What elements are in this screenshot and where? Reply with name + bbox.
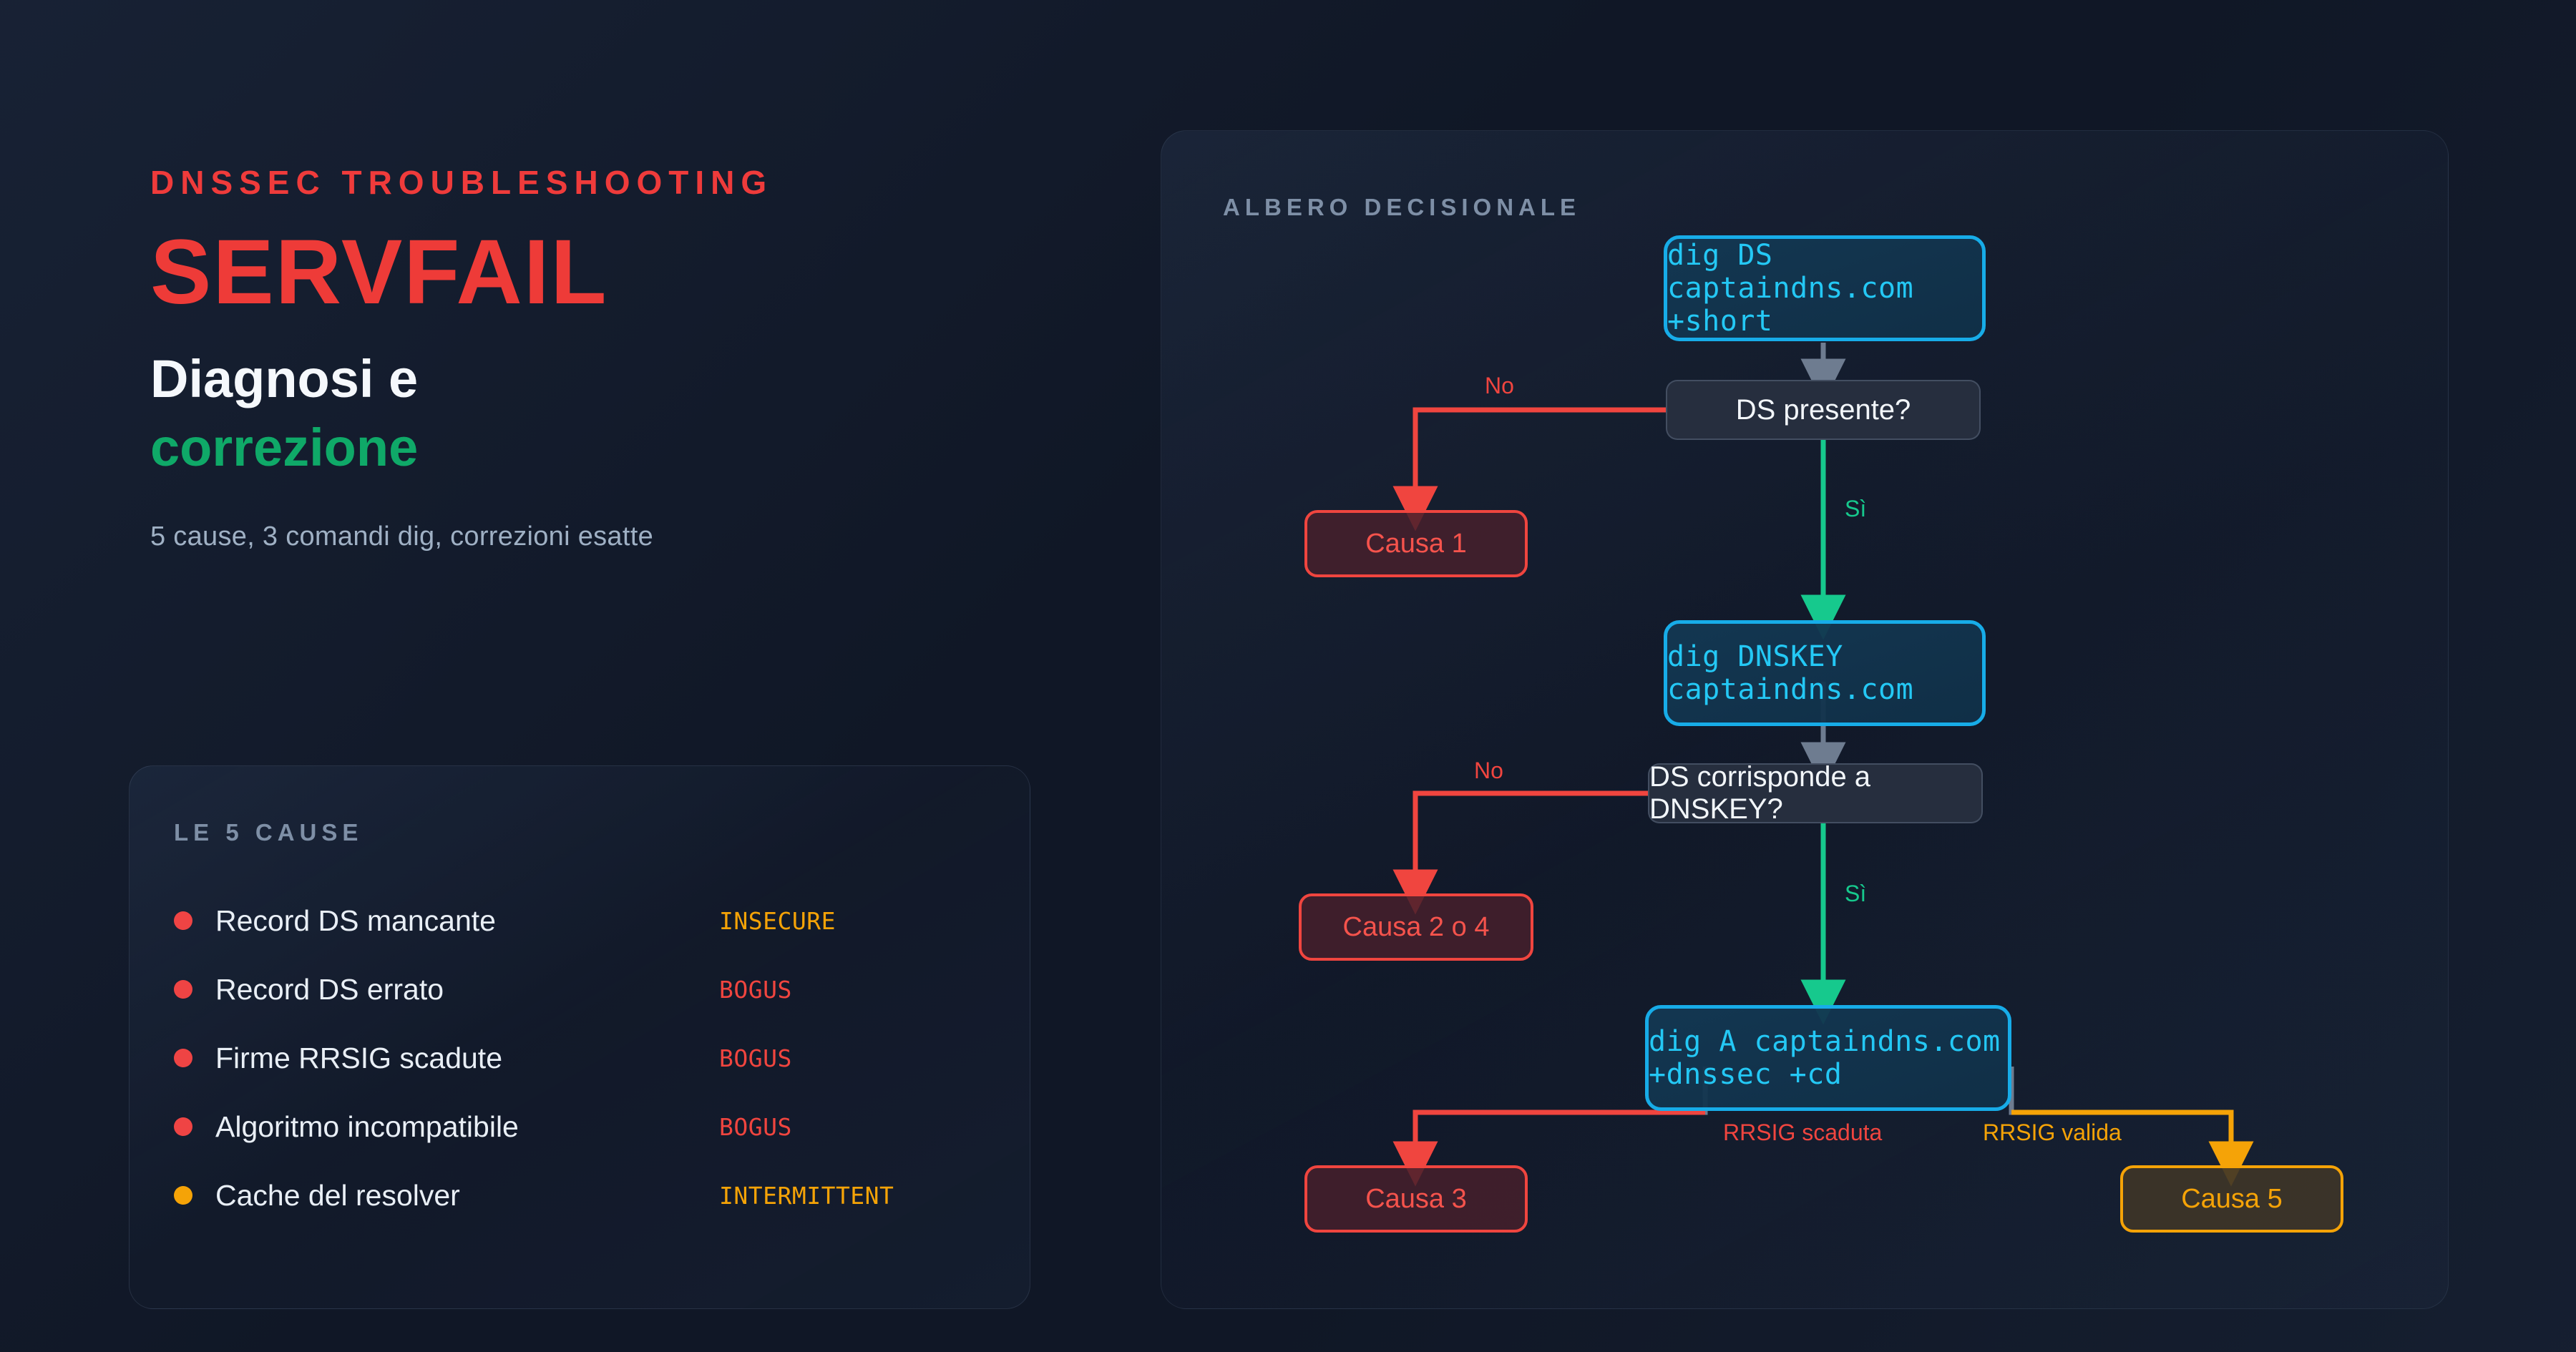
eyebrow-label: DNSSEC TROUBLESHOOTING: [150, 164, 774, 201]
decision-node-ds-matches-dnskey[interactable]: DS corrisponde a DNSKEY?: [1648, 761, 1983, 825]
cause-bullet-icon: [174, 1049, 192, 1067]
cause-name: Firme RRSIG scadute: [215, 1041, 502, 1074]
edge-label-rrsig-valida: RRSIG valida: [1983, 1120, 2122, 1145]
cause-bullet-icon: [174, 911, 192, 930]
page-title: SERVFAIL: [150, 220, 608, 323]
edge-label-q1-no: No: [1485, 373, 1514, 398]
headline-line-1: Diagnosi e: [150, 348, 419, 408]
cause-bullet-icon: [174, 1117, 192, 1136]
command-node-2[interactable]: dig DNSKEY captaindns.com: [1664, 620, 1986, 726]
outcome-node-causa-5[interactable]: Causa 5: [2120, 1165, 2343, 1233]
edge-label-rrsig-scaduta: RRSIG scaduta: [1723, 1120, 1883, 1145]
cause-bullet-icon: [174, 1186, 192, 1205]
cause-name: Algoritmo incompatibile: [215, 1109, 519, 1143]
headline: Diagnosi e correzione: [150, 347, 1038, 481]
hero-section: DNSSEC TROUBLESHOOTING SERVFAIL Diagnosi…: [150, 165, 1038, 552]
decision-tree-panel: ALBERO DECISIONALE: [1161, 130, 2449, 1309]
cause-row: Firme RRSIG scadute BOGUS: [174, 1024, 991, 1092]
flow-connectors: [1392, 343, 2254, 1187]
edge-label-q2-no: No: [1474, 758, 1503, 783]
command-node-1[interactable]: dig DS captaindns.com +short: [1664, 235, 1986, 341]
hero-subtext: 5 cause, 3 comandi dig, correzioni esatt…: [150, 521, 654, 552]
outcome-node-causa-2-o-4[interactable]: Causa 2 o 4: [1299, 893, 1533, 961]
cause-status-badge: BOGUS: [719, 975, 792, 1004]
cause-row: Cache del resolver INTERMITTENT: [174, 1161, 991, 1230]
causes-list: Record DS mancante INSECURE Record DS erra…: [174, 886, 991, 1230]
cause-name: Record DS mancante: [215, 903, 496, 937]
outcome-node-causa-1[interactable]: Causa 1: [1304, 510, 1528, 577]
cause-name: Record DS errato: [215, 972, 444, 1006]
cause-name: Cache del resolver: [215, 1178, 460, 1212]
decision-node-ds-present[interactable]: DS presente?: [1666, 380, 1981, 440]
cause-bullet-icon: [174, 980, 192, 999]
headline-line-2: correzione: [150, 417, 419, 477]
cause-status-badge: INTERMITTENT: [719, 1181, 894, 1210]
cause-status-badge: INSECURE: [719, 906, 836, 935]
decision-tree-label: ALBERO DECISIONALE: [1223, 194, 1581, 220]
cause-row: Algoritmo incompatibile BOGUS: [174, 1092, 991, 1161]
cause-status-badge: BOGUS: [719, 1112, 792, 1141]
cause-row: Record DS mancante INSECURE: [174, 886, 991, 955]
outcome-node-causa-3[interactable]: Causa 3: [1304, 1165, 1528, 1233]
edge-label-q1-yes: Sì: [1845, 496, 1867, 521]
command-node-3[interactable]: dig A captaindns.com +dnssec +cd: [1645, 1005, 2011, 1111]
cause-status-badge: BOGUS: [719, 1044, 792, 1072]
cause-row: Record DS errato BOGUS: [174, 955, 991, 1024]
edge-label-q2-yes: Sì: [1845, 881, 1867, 906]
flowchart: dig DS captaindns.com +short DS presente…: [1161, 131, 2448, 1308]
causes-card-label: LE 5 CAUSE: [174, 819, 364, 846]
